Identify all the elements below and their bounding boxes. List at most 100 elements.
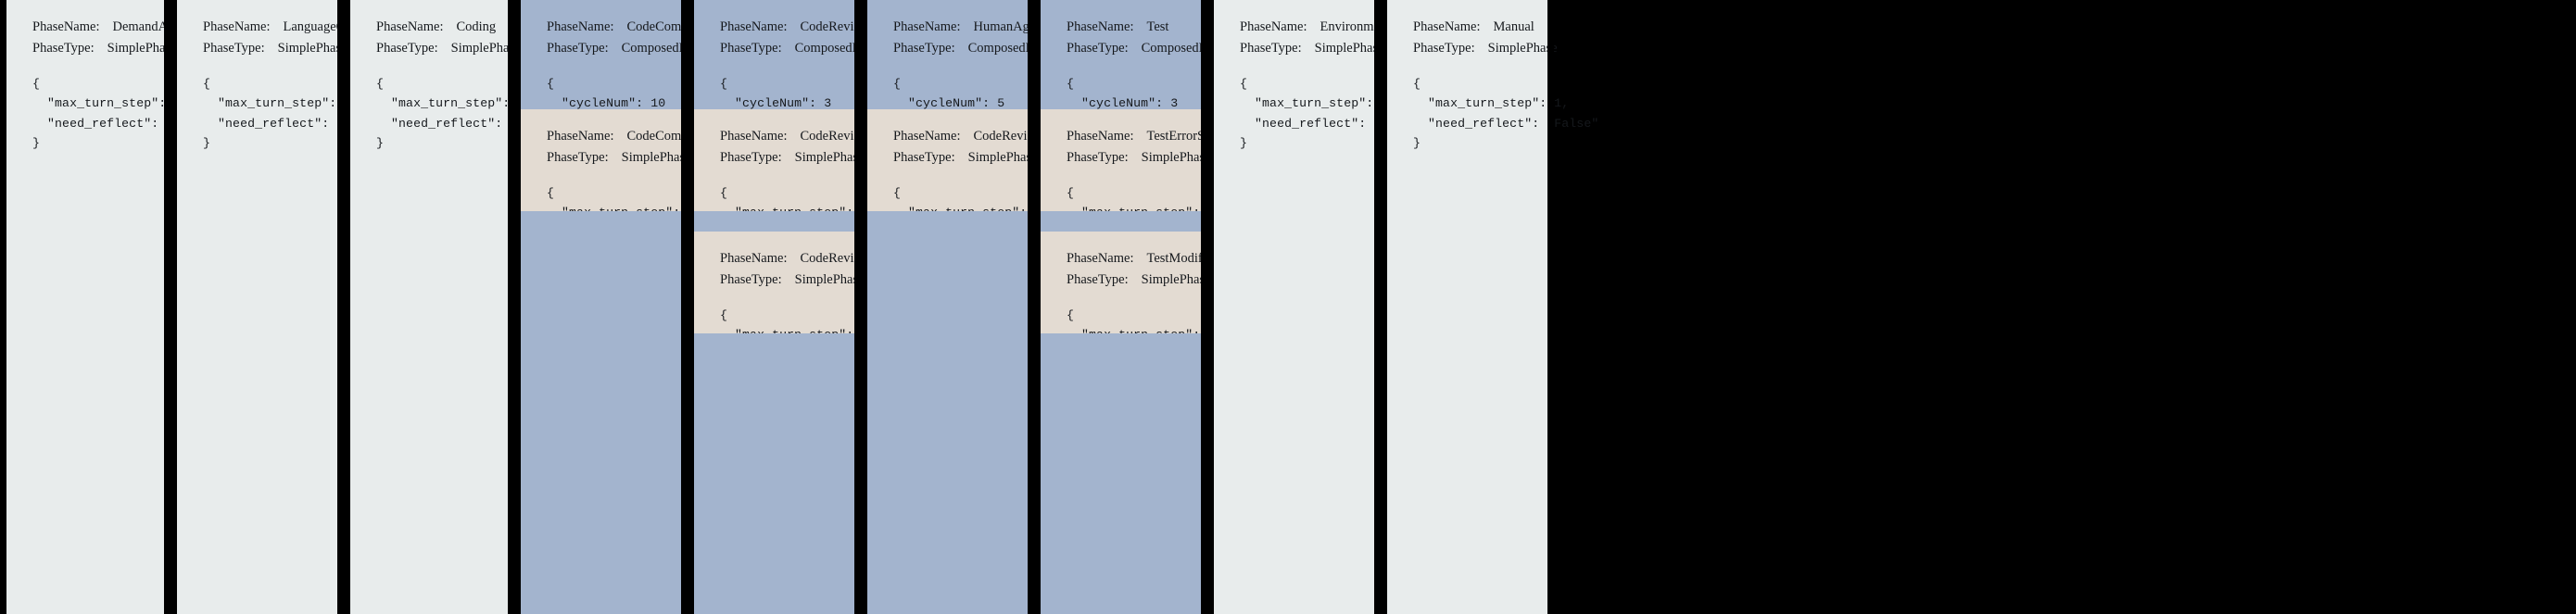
panel-gap [681,0,694,614]
subphase-type-value: SimplePhase [794,272,865,288]
phase-type-row: PhaseType:ComposedPhase [720,38,884,59]
subphase-name-row: PhaseName:TestErrorSummary [1067,126,1249,147]
panel-filler [6,174,164,606]
subphase-separator [1041,211,1201,232]
subphase-type-row: PhaseType:SimplePhase [547,147,691,169]
subphase-type-row: PhaseType:SimplePhase [1067,147,1211,169]
board-edge-left [0,0,6,614]
phase-type-value: SimplePhase [1314,41,1384,56]
subphase-type-row: PhaseType: SimplePhase [893,147,1038,169]
phase-name-row: PhaseName: Test [1067,17,1181,38]
phase-config-json: { "max_turn_step": -1, "need_reflect": "… [203,76,381,151]
phase-type-row: PhaseType:ComposedPhase [1067,38,1231,59]
phase-name-label: PhaseName: [203,19,271,34]
phase-type-value: SimplePhase [1487,41,1558,56]
phase-name-label: PhaseName: [547,19,614,34]
phase-name-row: PhaseName:LanguageChoose [203,17,376,38]
phase-config-json: { "max_turn_step": 1, "need_reflect": "T… [1240,76,1418,151]
phase-config-json: { "max_turn_step": 1, "need_reflect": "F… [376,76,562,151]
panel-filler [521,211,681,606]
subphase-block-codereviewcomment[interactable]: PhaseName:CodeReviewCommentPhaseType:Sim… [694,109,923,259]
subphase-block-codereviewmodification[interactable]: PhaseName:CodeReviewModificationPhaseTyp… [694,232,940,382]
panel-filler [1041,333,1201,606]
phase-name-label: PhaseName: [1067,19,1134,34]
panel-filler [350,174,508,606]
phase-name-label: PhaseName: [720,19,788,34]
phase-type-row: PhaseType:SimplePhase [32,38,177,59]
board-edge-right [1547,0,1554,614]
phase-type-label: PhaseType: [203,41,265,56]
subphase-type-label: PhaseType: [720,150,782,166]
panel-gap [854,0,867,614]
subphase-name-row: PhaseName:CodeReviewModification [720,248,940,269]
phase-type-value: SimplePhase [107,41,177,56]
phase-type-row: PhaseType:ComposedPhase [547,38,711,59]
subphase-block-codereviewhuman[interactable]: PhaseName:CodeReviewHumanPhaseType:Simpl… [867,109,1082,259]
subphase-type-value: SimplePhase [621,150,691,166]
phase-header-humanagentinteraction: PhaseName:HumanAgentInteractionPhaseType… [867,0,1104,131]
phase-config-json: { "max_turn_step": -1, "need_reflect": "… [32,76,210,151]
phase-type-label: PhaseType: [1067,41,1129,56]
phase-type-label: PhaseType: [1240,41,1302,56]
phase-name-row: PhaseName:Manual [1413,17,1534,38]
phase-type-value: SimplePhase [277,41,347,56]
subphase-meta: PhaseName:CodeReviewModificationPhaseTyp… [720,248,940,292]
panel-filler [177,174,337,606]
subphase-separator [694,211,854,232]
panel-gap [1028,0,1041,614]
subphase-type-value: SimplePhase [967,150,1038,166]
subphase-name-label: PhaseName: [547,129,614,144]
phase-type-label: PhaseType: [720,41,782,56]
subphase-name-label: PhaseName: [720,129,788,144]
phase-name-row: PhaseName:DemandAnalysis [32,17,205,38]
phase-type-label: PhaseType: [547,41,609,56]
subphase-name-label: PhaseName: [893,129,961,144]
phase-name-label: PhaseName: [32,19,100,34]
phase-name-row: PhaseName:Coding [376,17,496,38]
panel-gap [1374,0,1387,614]
phase-name-label: PhaseName: [893,19,961,34]
phase-name-value: Coding [456,19,497,34]
subphase-type-label: PhaseType: [893,150,955,166]
subphase-meta: PhaseName:CodeReviewHumanPhaseType:Simpl… [893,126,1082,169]
phase-type-row: PhaseType:SimplePhase [376,38,521,59]
subphase-name-label: PhaseName: [1067,251,1134,266]
phase-name-value: Test [1146,19,1169,34]
panel-gap [164,0,177,614]
phase-name-label: PhaseName: [1413,19,1481,34]
panel-gap [1201,0,1214,614]
phase-config-json: { "max_turn_step": 1, "need_reflect": "F… [1413,76,1599,151]
subphase-type-value: SimplePhase [1141,272,1211,288]
phase-name-row: PhaseName:CodeCompleteAll [547,17,725,38]
phase-name-value: CodeReview [800,19,870,34]
subphase-name-label: PhaseName: [1067,129,1134,144]
panel-filler [1214,174,1374,606]
phase-name-row: PhaseName:HumanAgentInteraction [893,17,1104,38]
subphase-type-label: PhaseType: [1067,150,1129,166]
phase-type-row: PhaseType: SimplePhase [1240,38,1384,59]
phase-panel-humanagentinteraction[interactable]: PhaseName:HumanAgentInteractionPhaseType… [867,0,1104,614]
subphase-type-label: PhaseType: [1067,272,1129,288]
phase-type-value: SimplePhase [450,41,521,56]
